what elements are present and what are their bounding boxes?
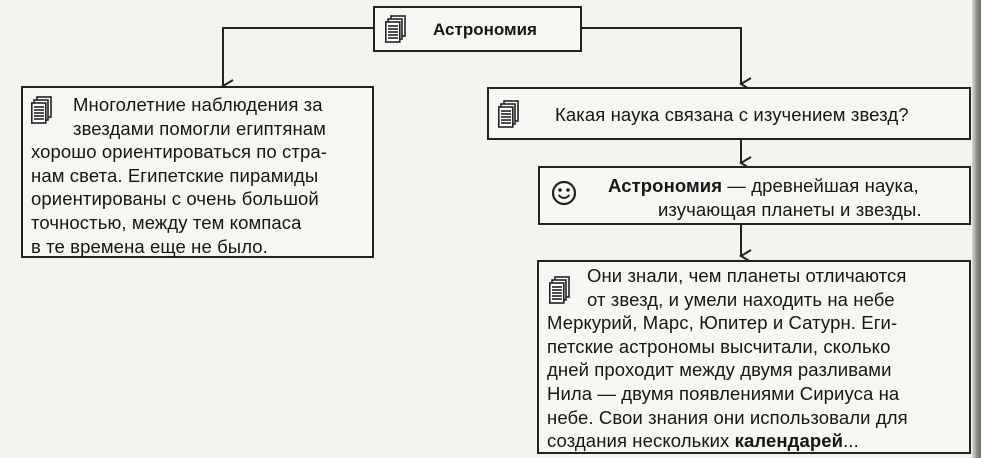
details-line: Они знали, чем планеты отличаются xyxy=(587,265,907,286)
left-note-box: Многолетние наблюдения за звездами помог… xyxy=(21,86,374,258)
left-note-line: хорошо ориентироваться по стра- xyxy=(31,141,328,163)
left-note-line: Многолетние наблюдения за xyxy=(73,94,323,115)
left-note-line: звездами помогли египтянам xyxy=(73,117,326,139)
document-stack-icon xyxy=(498,100,519,128)
answer-line-2: изучающая планеты и звезды. xyxy=(658,199,922,220)
answer-definition-start: — древнейшая наука, xyxy=(722,175,919,196)
document-stack-icon xyxy=(31,96,52,124)
details-line: дней проходит между двумя разливами xyxy=(547,359,892,381)
details-last-prefix: создания нескольких xyxy=(547,430,735,452)
details-line: Меркурий, Марс, Юпитер и Сатурн. Еги- xyxy=(547,312,898,334)
document-stack-icon xyxy=(549,276,570,304)
left-note-line: точностью, между тем компаса xyxy=(31,212,302,233)
details-last-suffix: ... xyxy=(843,430,859,452)
arrow-root-to-left-note xyxy=(221,27,373,93)
details-line: небе. Свои знания они использовали для xyxy=(547,406,908,428)
left-note-line: ориентированы с очень большой xyxy=(31,188,319,210)
answer-box: Астрономия — древнейшая наука, изучающая… xyxy=(538,166,971,225)
root-box: Астрономия xyxy=(373,6,582,52)
page-edge-shadow xyxy=(972,0,981,458)
details-box: Они знали, чем планеты отличаются от зве… xyxy=(537,260,971,454)
details-line: от звезд, и умели находить на небе xyxy=(587,288,895,310)
document-stack-icon xyxy=(385,15,406,43)
answer-term: Астрономия xyxy=(608,175,723,196)
arrow-root-to-question xyxy=(582,27,752,91)
root-title: Астрономия xyxy=(433,20,537,39)
details-line: Нила — двумя появлениями Сириуса на xyxy=(547,383,900,404)
left-note-line: в те времена еще не было. xyxy=(31,235,268,257)
smiley-icon xyxy=(551,180,577,206)
answer-line-1: Астрономия — древнейшая наука, xyxy=(608,174,919,198)
details-last-bold: календарей xyxy=(734,430,844,452)
details-line: петские астрономы высчитали, сколько xyxy=(547,335,891,357)
question-box: Какая наука связана с изучением звезд? xyxy=(487,87,971,140)
details-last-line: создания нескольких календарей... xyxy=(547,429,859,453)
question-text: Какая наука связана с изучением звезд? xyxy=(555,104,909,125)
left-note-line: нам света. Египетские пирамиды xyxy=(31,164,319,186)
